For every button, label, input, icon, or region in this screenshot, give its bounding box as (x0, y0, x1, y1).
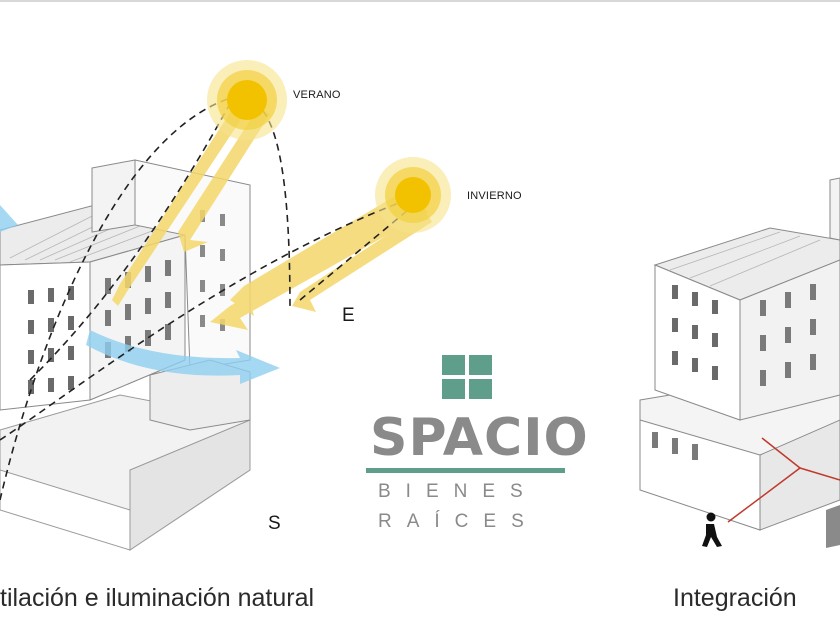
caption-right: Integración (673, 584, 797, 612)
summer-label: VERANO (293, 89, 341, 101)
logo-divider (366, 468, 565, 473)
pedestrian-icon (702, 512, 722, 547)
sun-winter-icon (375, 157, 451, 233)
sun-paths (0, 96, 421, 501)
logo-mark-icon (442, 355, 492, 399)
east-label: E (342, 305, 355, 326)
sun-rays (112, 100, 432, 330)
logo-subtitle-line2: RAÍCES (378, 511, 539, 532)
left-building (0, 159, 251, 551)
logo-subtitle-line1: BIENES (378, 481, 538, 502)
wind-arrows (0, 205, 280, 384)
logo-wordmark: SPACIO (370, 408, 589, 468)
right-building (639, 177, 840, 548)
south-label: S (268, 513, 281, 534)
sun-summer-icon (207, 60, 287, 140)
access-path (727, 437, 840, 523)
caption-left: tilación e iluminación natural (0, 584, 315, 612)
winter-label: INVIERNO (467, 190, 522, 202)
